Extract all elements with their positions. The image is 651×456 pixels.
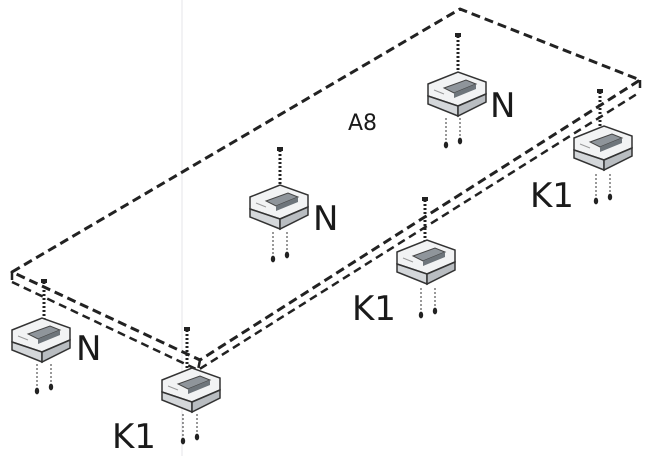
bracket-right-far: K1 — [530, 87, 633, 216]
pins-icon — [418, 287, 438, 319]
bracket-label: N — [313, 199, 338, 239]
screw-icon — [420, 195, 430, 248]
bracket-label: K1 — [112, 417, 156, 456]
bracket-icon — [249, 184, 309, 230]
pins-icon — [443, 117, 463, 149]
bracket-label: K1 — [352, 289, 396, 329]
bracket-icon — [427, 71, 487, 117]
pins-icon — [270, 231, 290, 263]
bracket-front: K1 — [112, 325, 221, 456]
bracket-icon — [11, 317, 71, 363]
bracket-far: N — [427, 31, 515, 149]
bracket-icon — [573, 125, 633, 171]
bracket-label: N — [490, 86, 515, 126]
pins-icon — [180, 413, 200, 445]
bracket-icon — [396, 239, 456, 285]
bracket-middle: N — [249, 145, 338, 263]
bracket-right-mid: K1 — [352, 195, 456, 329]
panel-label: A8 — [348, 111, 377, 136]
panel-outline — [10, 7, 642, 372]
bracket-label: K1 — [530, 176, 574, 216]
pins-icon — [593, 173, 613, 205]
bracket-icon — [161, 367, 221, 413]
bracket-label: N — [76, 329, 101, 369]
bracket-near-left: N — [11, 277, 101, 395]
pins-icon — [34, 363, 54, 395]
